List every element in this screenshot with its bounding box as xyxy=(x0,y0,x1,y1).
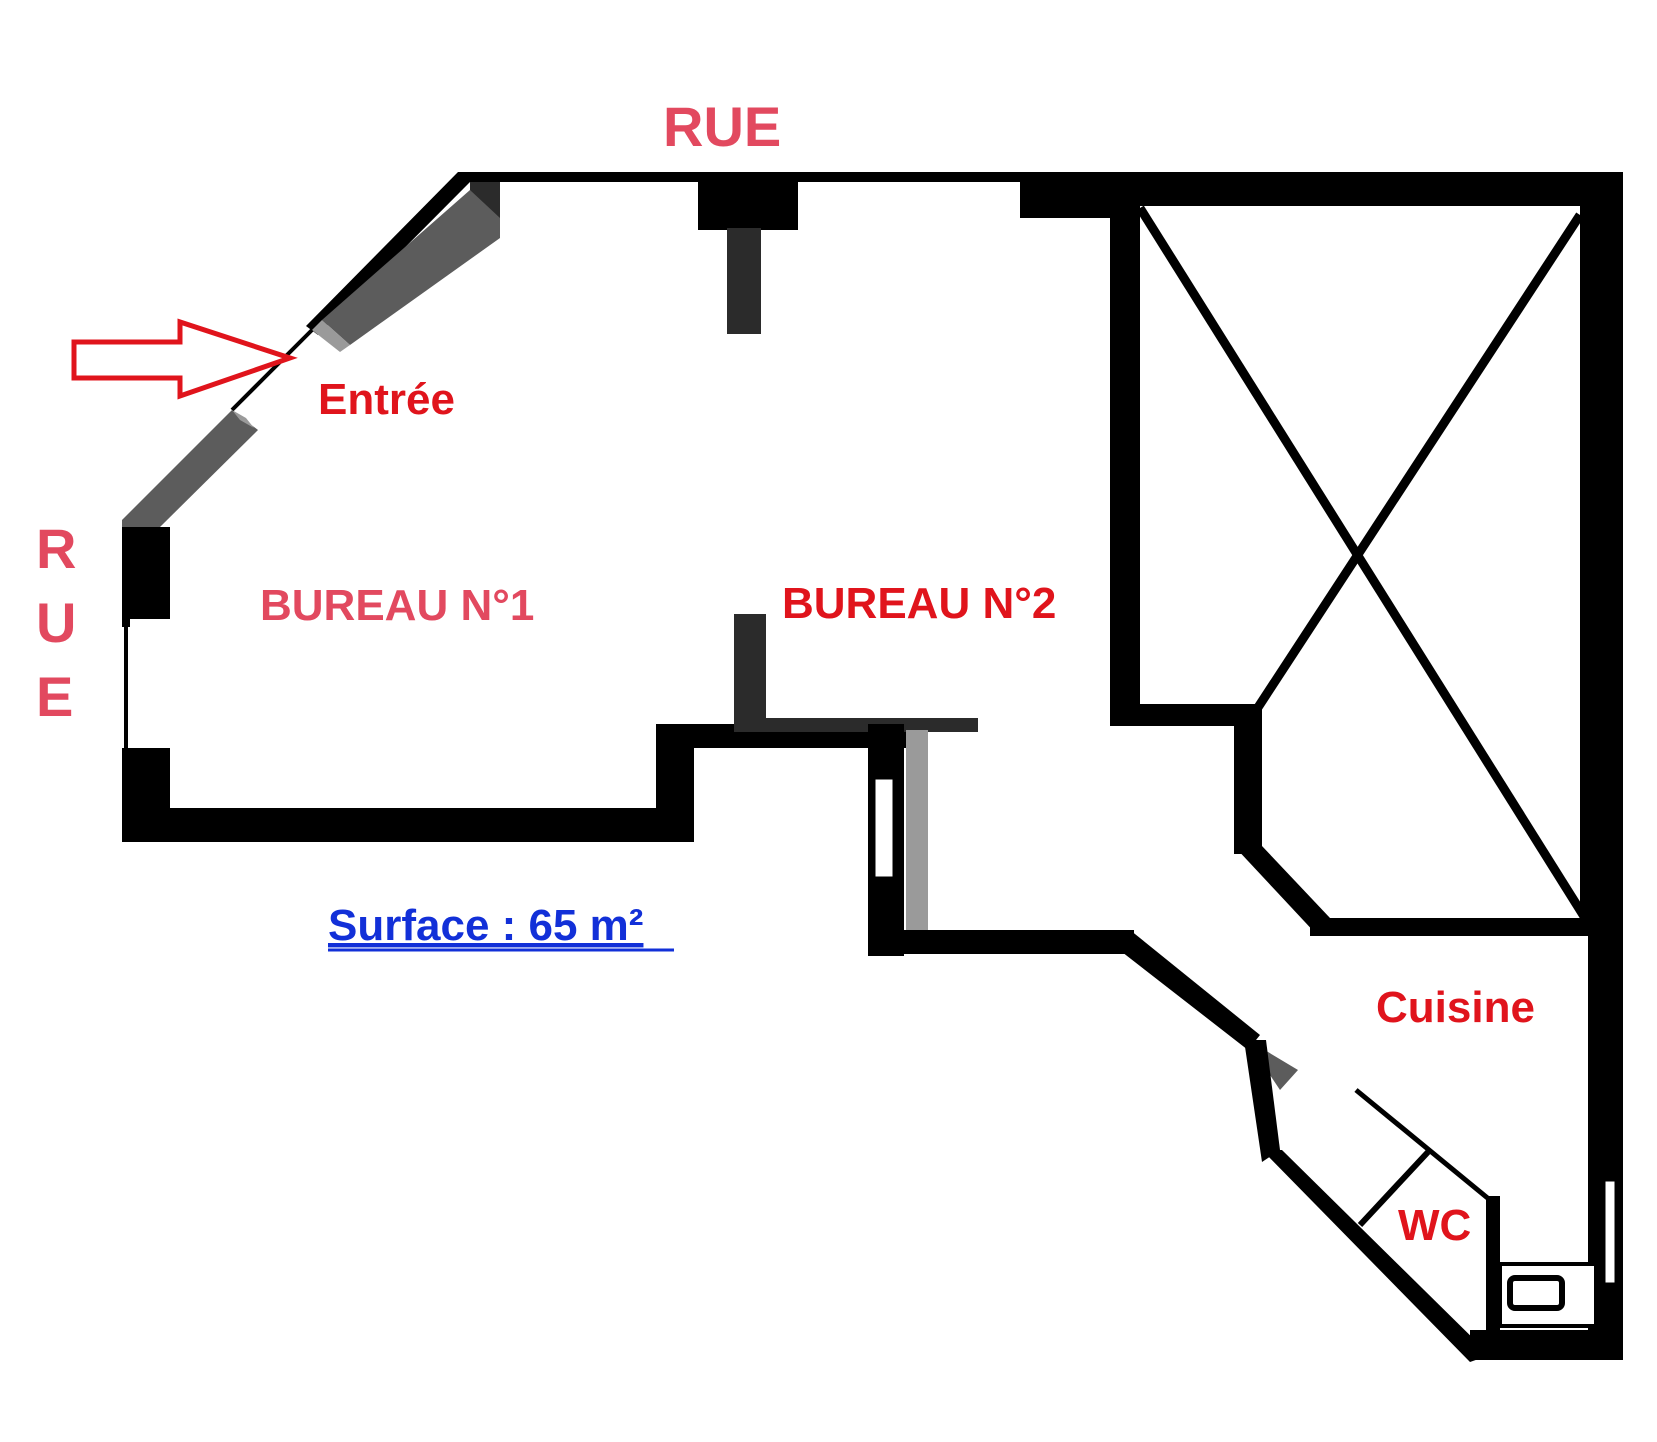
wc-partition-diagonal xyxy=(1354,1088,1492,1202)
entrance-door-line xyxy=(230,328,314,412)
window-corridor-inner xyxy=(906,730,928,930)
void-bottom-wall xyxy=(1310,918,1602,936)
partition-top-middle xyxy=(727,228,761,334)
void-step-wall xyxy=(1234,704,1262,854)
pillar-top-right xyxy=(1020,182,1110,218)
wall-diagonal-lower xyxy=(1122,930,1260,1050)
wall-top-right-thick xyxy=(1090,176,1623,206)
void-left-wall xyxy=(1110,206,1140,726)
wall-corridor-bottom xyxy=(868,930,1134,954)
wall-right-outer xyxy=(1588,176,1623,1360)
door-corridor xyxy=(872,776,896,880)
label-street-left-e: E xyxy=(36,665,73,728)
wall-diagonal-top-left xyxy=(306,172,470,335)
void-bottom-left-wall xyxy=(1110,704,1258,726)
label-wc: WC xyxy=(1398,1201,1471,1250)
kitchen-wc-partitions xyxy=(1354,1088,1618,1346)
label-kitchen: Cuisine xyxy=(1376,983,1535,1032)
wc-right-wall xyxy=(1486,1196,1500,1346)
void-right-wall xyxy=(1580,206,1592,926)
void-diagonal-corner xyxy=(1234,846,1330,936)
wc-door-line xyxy=(1357,1149,1431,1228)
kitchen-window xyxy=(1602,1178,1618,1286)
void-cross-line-1 xyxy=(1136,205,1589,921)
void-cross-line-2 xyxy=(1251,212,1584,715)
arrow-right-icon xyxy=(71,318,298,400)
sink-icon xyxy=(1507,1275,1565,1311)
label-surface: Surface : 65 m² xyxy=(328,901,643,950)
wall-kitchen-left xyxy=(1244,1040,1280,1162)
label-entrance: Entrée xyxy=(318,375,455,424)
wall-left-thin-upper xyxy=(122,527,130,627)
label-street-left-u: U xyxy=(36,591,76,654)
window-diagonal-upper-edge xyxy=(312,320,350,352)
wall-wc-diagonal xyxy=(1262,1150,1490,1362)
entrance-arrow-shape xyxy=(71,318,298,400)
window-diagonal-lower xyxy=(122,410,258,527)
wall-bottom-office1 xyxy=(122,808,694,842)
label-office2: BUREAU N°2 xyxy=(782,579,1056,628)
label-street-top: RUE xyxy=(663,95,781,158)
wall-step-top xyxy=(734,718,978,732)
exterior-walls xyxy=(122,172,1623,1362)
partition-office-divider xyxy=(734,614,766,728)
pillar-top-middle xyxy=(698,182,798,230)
label-street-left: R U E xyxy=(36,517,76,728)
label-office1: BUREAU N°1 xyxy=(260,581,534,630)
wall-top xyxy=(458,172,1623,182)
label-street-left-r: R xyxy=(36,517,76,580)
window-diagonal-lower-edge xyxy=(232,410,254,428)
cross-hatch-x-icon xyxy=(1110,205,1602,936)
window-diagonal-upper xyxy=(322,190,500,345)
